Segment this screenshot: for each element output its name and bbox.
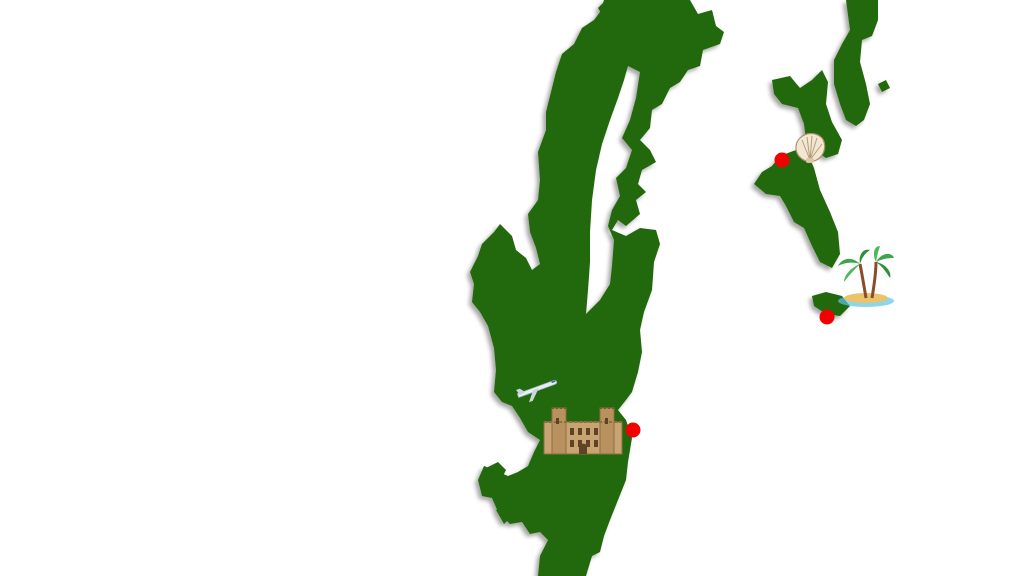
- map-marker-south-main[interactable]: [625, 422, 641, 438]
- landmass-eastern-island-south: [754, 150, 850, 316]
- landmass-eastern-island-north: [772, 0, 890, 158]
- palm-tree-island-icon[interactable]: [838, 246, 894, 307]
- seashell-icon[interactable]: [795, 132, 826, 164]
- landmass-main-island: [470, 0, 724, 576]
- castle-icon[interactable]: [543, 407, 623, 455]
- map-marker-south-east[interactable]: [819, 309, 835, 325]
- airplane-icon[interactable]: [516, 376, 560, 405]
- map-marker-north-east[interactable]: [774, 152, 790, 168]
